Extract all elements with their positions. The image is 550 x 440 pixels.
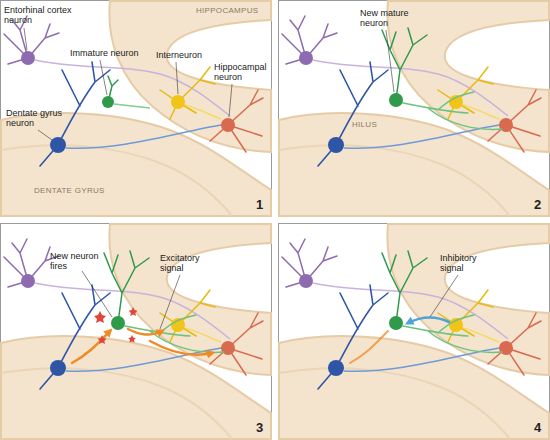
- panel-number: 4: [534, 421, 548, 435]
- panel-number: 3: [256, 421, 270, 435]
- callout-label: New neuron fires: [50, 251, 110, 271]
- panel-mature: [279, 1, 550, 217]
- callout-label: Excitatory signal: [160, 253, 220, 273]
- panel-inhibitory: [279, 224, 550, 440]
- neuron-label: Dentate gyrus neuron: [6, 108, 66, 128]
- callout-label: Inhibitory signal: [440, 253, 500, 273]
- region-label: DENTATE GYRUS: [34, 186, 134, 196]
- region-label: HILUS: [352, 120, 392, 130]
- panel-immature: [1, 1, 272, 217]
- region-label: HIPPOCAMPUS: [196, 6, 268, 16]
- panel-number: 1: [256, 198, 270, 212]
- panel-excitatory: [1, 224, 272, 440]
- neuron-label: Entorhinal cortex neuron: [4, 5, 76, 25]
- neuron-label: Interneuron: [156, 50, 216, 60]
- neuron-label: Hippocampal neuron: [214, 62, 270, 82]
- neuron-label: New mature neuron: [360, 8, 420, 28]
- neuron-label: Immature neuron: [70, 48, 145, 58]
- panel-number: 2: [534, 198, 548, 212]
